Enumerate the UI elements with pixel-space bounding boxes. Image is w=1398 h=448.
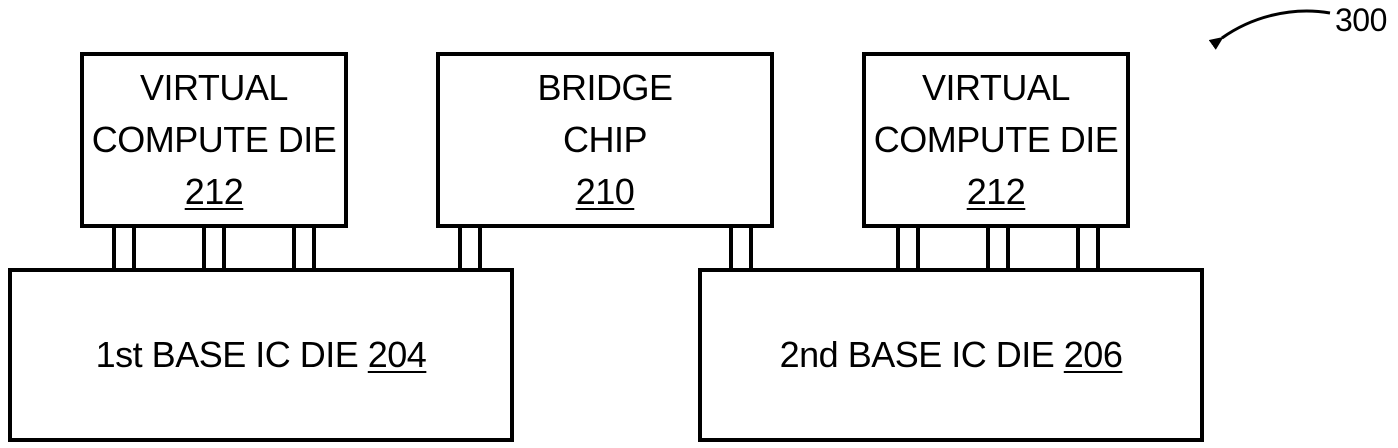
die-right-ref: 212 [966,171,1026,212]
bridge-ref: 210 [575,171,635,212]
connector-left-die-1 [112,226,136,270]
connector-left-die-3 [292,226,316,270]
bridge-chip: BRIDGE CHIP 210 [436,52,774,228]
die-left-ref: 212 [184,171,244,212]
virtual-compute-die-left: VIRTUAL COMPUTE DIE 212 [80,52,348,228]
die-right-line1: VIRTUAL [922,67,1070,108]
connector-bridge-left [458,226,482,270]
figure-number: 300 [1335,2,1387,38]
virtual-compute-die-right: VIRTUAL COMPUTE DIE 212 [862,52,1130,228]
connector-bridge-right [729,226,753,270]
connector-right-die-2 [986,226,1010,270]
connector-left-die-2 [202,226,226,270]
die-right-line2: COMPUTE DIE [873,119,1119,160]
base-die-2-ref: 206 [1063,334,1123,375]
connector-right-die-1 [896,226,920,270]
base-ic-die-2: 2nd BASE IC DIE 206 [698,268,1204,442]
die-left-line1: VIRTUAL [140,67,288,108]
bridge-line2: CHIP [562,119,648,160]
base-die-1-label: 1st BASE IC DIE [95,334,359,375]
bridge-line1: BRIDGE [537,67,673,108]
connector-right-die-3 [1076,226,1100,270]
base-ic-die-1: 1st BASE IC DIE 204 [8,268,514,442]
die-left-line2: COMPUTE DIE [91,119,337,160]
base-die-1-ref: 204 [367,334,427,375]
base-die-2-label: 2nd BASE IC DIE [779,334,1055,375]
figure-arrow [1208,9,1331,50]
